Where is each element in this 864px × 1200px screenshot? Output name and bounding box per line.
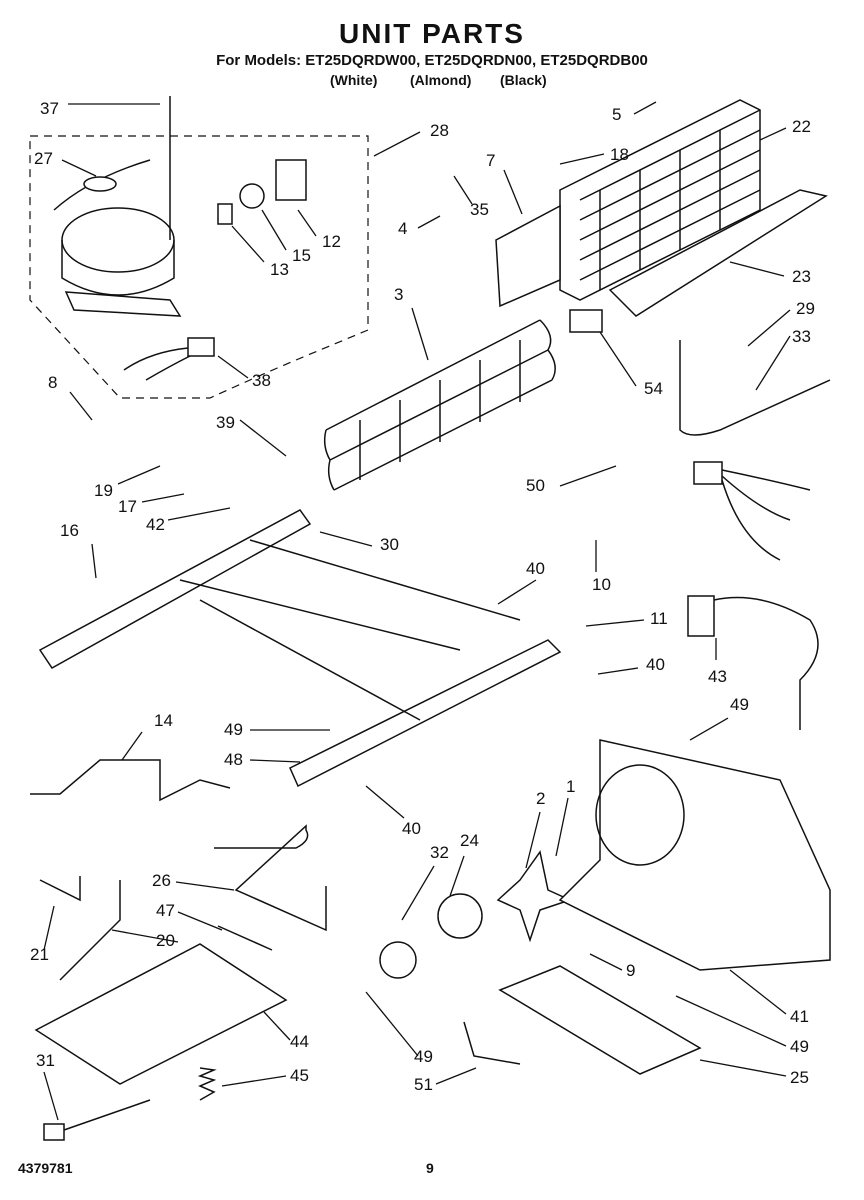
- connector: [43, 1123, 65, 1141]
- callout-label: 16: [60, 521, 79, 540]
- callout-label: 40: [402, 819, 421, 838]
- callout-label: 41: [790, 1007, 809, 1026]
- callout-label: 47: [156, 901, 175, 920]
- wire-harness: [569, 309, 831, 730]
- callout-label: 49: [790, 1037, 809, 1056]
- callout-label: 40: [526, 559, 545, 578]
- callout-labels: 37 27 28 12 15 13 38 8 19 17 42 39 16 30…: [30, 99, 815, 1094]
- evaporator-fins: [559, 99, 761, 301]
- fan-shroud: [558, 739, 831, 971]
- compressor: [61, 96, 182, 317]
- variant-black: (Black): [500, 72, 547, 88]
- model-list: For Models: ET25DQRDW00, ET25DQRDN00, ET…: [216, 52, 648, 69]
- frame-rails: [38, 509, 562, 788]
- callout-label: 19: [94, 481, 113, 500]
- callout-label: 26: [152, 871, 171, 890]
- relay-parts: [53, 159, 307, 381]
- callout-label: 9: [626, 961, 635, 980]
- callout-label: 4: [398, 219, 407, 238]
- spring: [197, 1067, 217, 1101]
- callout-label: 8: [48, 373, 57, 392]
- callout-label: 28: [430, 121, 449, 140]
- callout-label: 15: [292, 246, 311, 265]
- compressor-group-outline: [29, 135, 369, 399]
- page-number: 9: [426, 1160, 434, 1176]
- callout-label: 11: [650, 609, 668, 628]
- callout-label: 48: [224, 750, 243, 769]
- callout-label: 2: [536, 789, 545, 808]
- callout-label: 17: [118, 497, 137, 516]
- callout-label: 10: [592, 575, 611, 594]
- fan-motor: [379, 850, 573, 979]
- callout-label: 49: [730, 695, 749, 714]
- document-number: 4379781: [18, 1160, 73, 1176]
- callout-label: 45: [290, 1066, 309, 1085]
- callout-label: 32: [430, 843, 449, 862]
- variant-almond: (Almond): [410, 72, 472, 88]
- callout-label: 54: [644, 379, 663, 398]
- callout-label: 30: [380, 535, 399, 554]
- callout-label: 29: [796, 299, 815, 318]
- condenser-coil: [323, 319, 556, 491]
- tubing: [30, 759, 327, 981]
- leader-lines: [43, 101, 791, 1121]
- callout-label: 21: [30, 945, 49, 964]
- callout-label: 22: [792, 117, 811, 136]
- callout-label: 18: [610, 145, 629, 164]
- callout-label: 1: [566, 777, 575, 796]
- callout-label: 40: [646, 655, 665, 674]
- callout-label: 31: [36, 1051, 55, 1070]
- callout-label: 3: [394, 285, 403, 304]
- callout-label: 25: [790, 1068, 809, 1087]
- callout-label: 51: [414, 1075, 433, 1094]
- drain-pan: [498, 965, 702, 1075]
- callout-label: 37: [40, 99, 59, 118]
- callout-label: 43: [708, 667, 727, 686]
- callout-label: 35: [470, 200, 489, 219]
- callout-label: 14: [154, 711, 173, 730]
- callout-label: 38: [252, 371, 271, 390]
- callout-label: 12: [322, 232, 341, 251]
- callout-label: 23: [792, 267, 811, 286]
- variant-white: (White): [330, 72, 378, 88]
- bracket: [495, 204, 561, 308]
- callout-label: 49: [224, 720, 243, 739]
- page-title: UNIT PARTS: [339, 18, 525, 49]
- callout-label: 42: [146, 515, 165, 534]
- callout-label: 49: [414, 1047, 433, 1066]
- callout-label: 5: [612, 105, 621, 124]
- callout-label: 44: [290, 1032, 309, 1051]
- callout-label: 13: [270, 260, 289, 279]
- callout-label: 24: [460, 831, 479, 850]
- callout-label: 33: [792, 327, 811, 346]
- callout-label: 20: [156, 931, 175, 950]
- callout-label: 7: [486, 151, 495, 170]
- callout-label: 27: [34, 149, 53, 168]
- drain-tube: [463, 1021, 521, 1065]
- callout-label: 50: [526, 476, 545, 495]
- drain-trough: [608, 189, 828, 317]
- callout-label: 39: [216, 413, 235, 432]
- base-plate: [34, 943, 288, 1085]
